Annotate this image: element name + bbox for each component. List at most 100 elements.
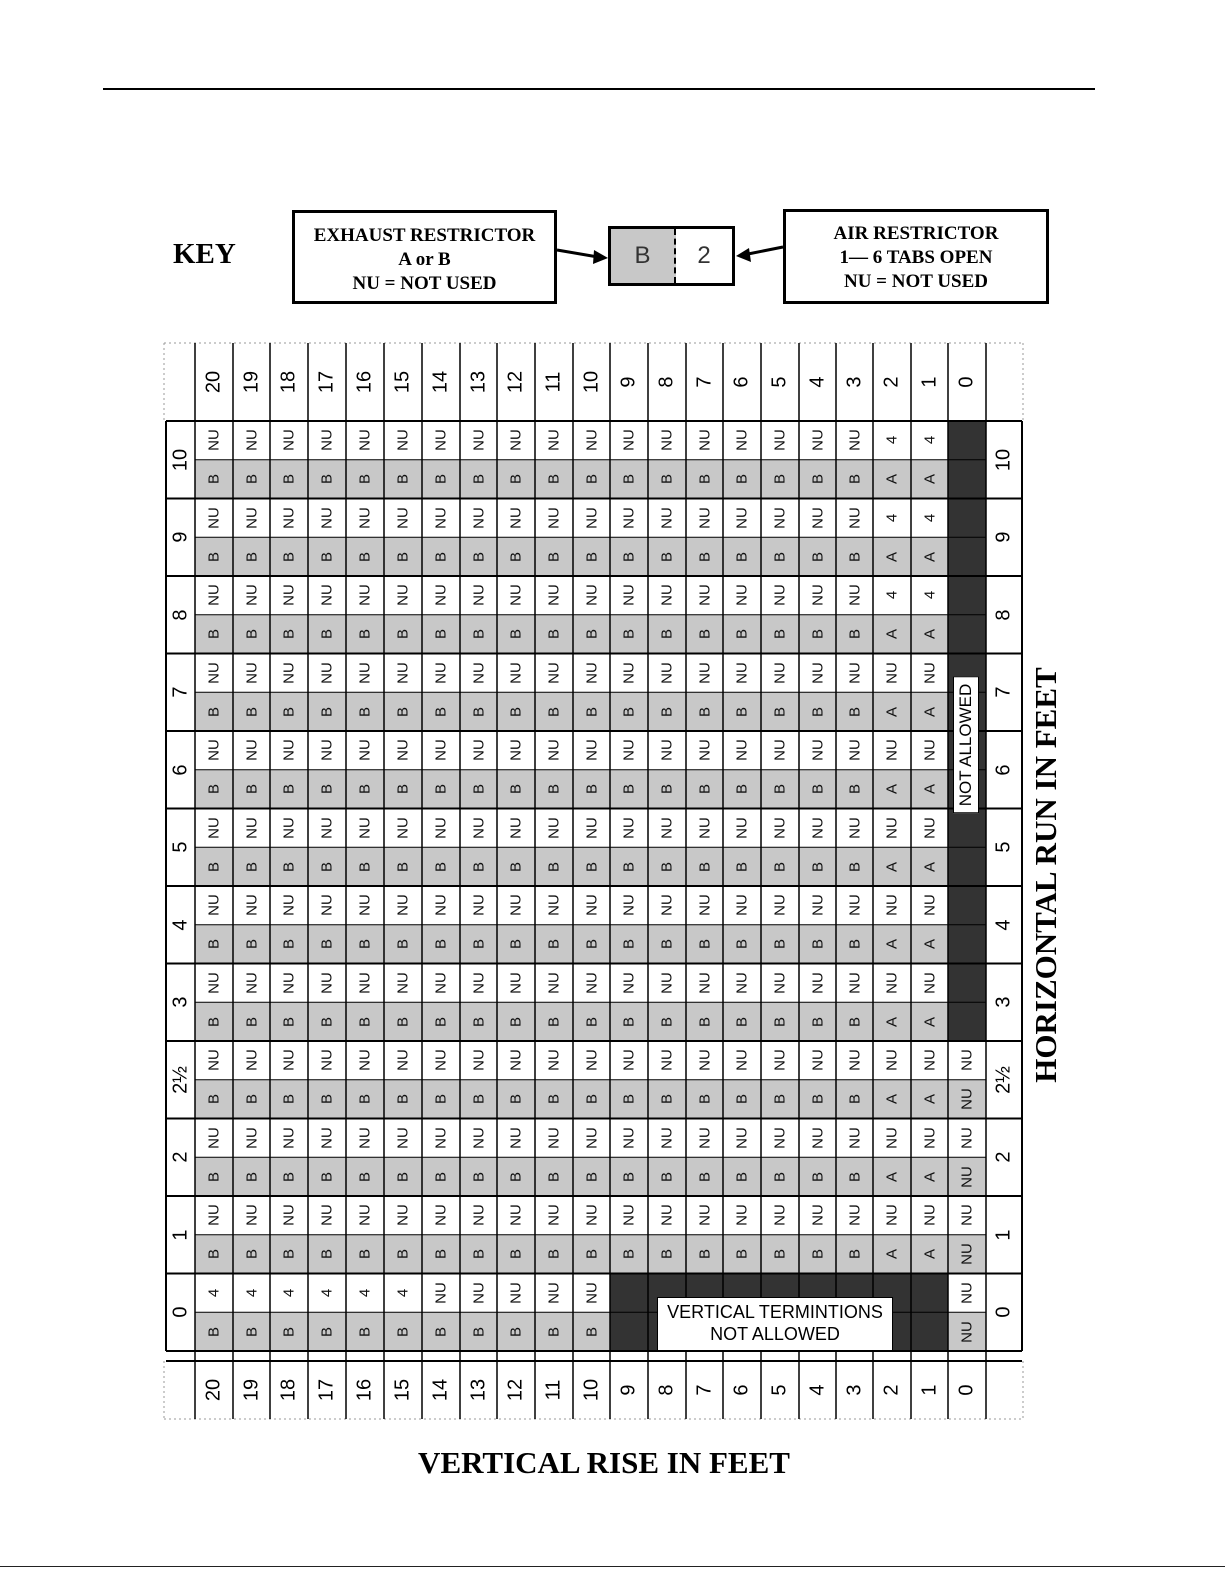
exhaust-cell — [648, 847, 686, 886]
exhaust-cell — [233, 769, 270, 809]
not-allowed-label: NOT ALLOWED — [953, 676, 979, 814]
air-cell — [911, 886, 948, 925]
exhaust-cell — [497, 1002, 535, 1041]
exhaust-cell — [761, 1079, 799, 1119]
exhaust-cell — [761, 537, 799, 576]
exhaust-cell — [873, 769, 911, 809]
air-cell — [911, 653, 948, 693]
exhaust-cell — [573, 924, 610, 964]
air-cell — [422, 808, 460, 848]
air-cell — [911, 808, 948, 848]
exhaust-cell — [270, 1079, 308, 1119]
air-cell — [460, 498, 497, 538]
air-cell — [346, 421, 384, 460]
air-cell — [233, 421, 270, 460]
exhaust-cell — [535, 459, 573, 499]
exhaust-cell — [308, 692, 346, 731]
air-cell — [535, 886, 573, 925]
air-cell — [195, 421, 233, 460]
air-cell — [233, 576, 270, 615]
air-cell — [384, 1041, 422, 1080]
exhaust-cell — [648, 769, 686, 809]
air-cell — [270, 421, 308, 460]
air-cell — [233, 886, 270, 925]
air-cell — [233, 963, 270, 1003]
exhaust-cell — [610, 459, 648, 499]
exhaust-cell — [911, 1002, 948, 1041]
air-cell — [648, 1041, 686, 1080]
exhaust-cell — [873, 847, 911, 886]
air-cell — [195, 576, 233, 615]
air-cell — [195, 963, 233, 1003]
exhaust-cell — [723, 459, 761, 499]
air-cell — [384, 886, 422, 925]
air-cell — [836, 653, 873, 693]
air-cell — [761, 653, 799, 693]
air-cell — [686, 731, 723, 770]
exhaust-cell — [911, 614, 948, 654]
air-cell — [460, 576, 497, 615]
air-cell — [460, 808, 497, 848]
air-cell — [308, 498, 346, 538]
vertical-terminations-not-allowed-label: VERTICAL TERMINTIONS NOT ALLOWED — [657, 1297, 893, 1351]
exhaust-arrowhead-icon — [593, 250, 608, 264]
air-cell — [911, 576, 948, 615]
exhaust-cell — [308, 924, 346, 964]
exhaust-cell — [270, 769, 308, 809]
air-cell — [384, 653, 422, 693]
exhaust-cell — [573, 769, 610, 809]
air-cell — [761, 421, 799, 460]
exhaust-cell — [873, 459, 911, 499]
air-cell — [948, 576, 986, 615]
exhaust-restrictor-key-box: EXHAUST RESTRICTOR A or B NU = NOT USED — [292, 210, 557, 304]
air-cell — [460, 963, 497, 1003]
exhaust-cell — [497, 537, 535, 576]
exhaust-cell — [686, 1002, 723, 1041]
exhaust-cell — [460, 1002, 497, 1041]
key-title: KEY — [173, 238, 236, 270]
air-cell — [422, 886, 460, 925]
air-cell — [460, 731, 497, 770]
air-cell — [610, 576, 648, 615]
air-cell — [948, 886, 986, 925]
exhaust-cell — [422, 769, 460, 809]
exhaust-cell — [573, 459, 610, 499]
exhaust-cell — [799, 614, 836, 654]
air-cell — [346, 653, 384, 693]
vertical-not-allowed-line-1: VERTICAL TERMINTIONS — [667, 1302, 883, 1322]
exhaust-cell — [610, 1079, 648, 1119]
air-cell — [270, 498, 308, 538]
air-cell — [233, 1041, 270, 1080]
exhaust-cell — [836, 537, 873, 576]
air-arrow-icon — [747, 245, 784, 256]
exhaust-cell — [686, 692, 723, 731]
air-cell — [836, 576, 873, 615]
air-cell — [422, 421, 460, 460]
exhaust-cell — [873, 924, 911, 964]
exhaust-cell — [686, 614, 723, 654]
air-cell — [873, 653, 911, 693]
footer-rule — [0, 1566, 1225, 1567]
air-cell — [308, 421, 346, 460]
air-cell — [836, 963, 873, 1003]
air-cell — [270, 1041, 308, 1080]
air-cell — [686, 653, 723, 693]
exhaust-cell — [195, 459, 233, 499]
exhaust-key-line-3: NU = NOT USED — [352, 273, 497, 294]
air-cell — [497, 1041, 535, 1080]
exhaust-cell — [535, 1079, 573, 1119]
air-cell — [535, 808, 573, 848]
air-key-line-2: 1— 6 TABS OPEN — [839, 247, 993, 268]
air-cell — [686, 576, 723, 615]
exhaust-cell — [384, 614, 422, 654]
exhaust-cell — [686, 847, 723, 886]
exhaust-cell — [686, 924, 723, 964]
air-cell — [723, 1041, 761, 1080]
air-cell — [497, 498, 535, 538]
exhaust-cell — [911, 847, 948, 886]
air-cell — [799, 1041, 836, 1080]
exhaust-cell — [799, 847, 836, 886]
air-cell — [836, 421, 873, 460]
exhaust-cell — [460, 924, 497, 964]
